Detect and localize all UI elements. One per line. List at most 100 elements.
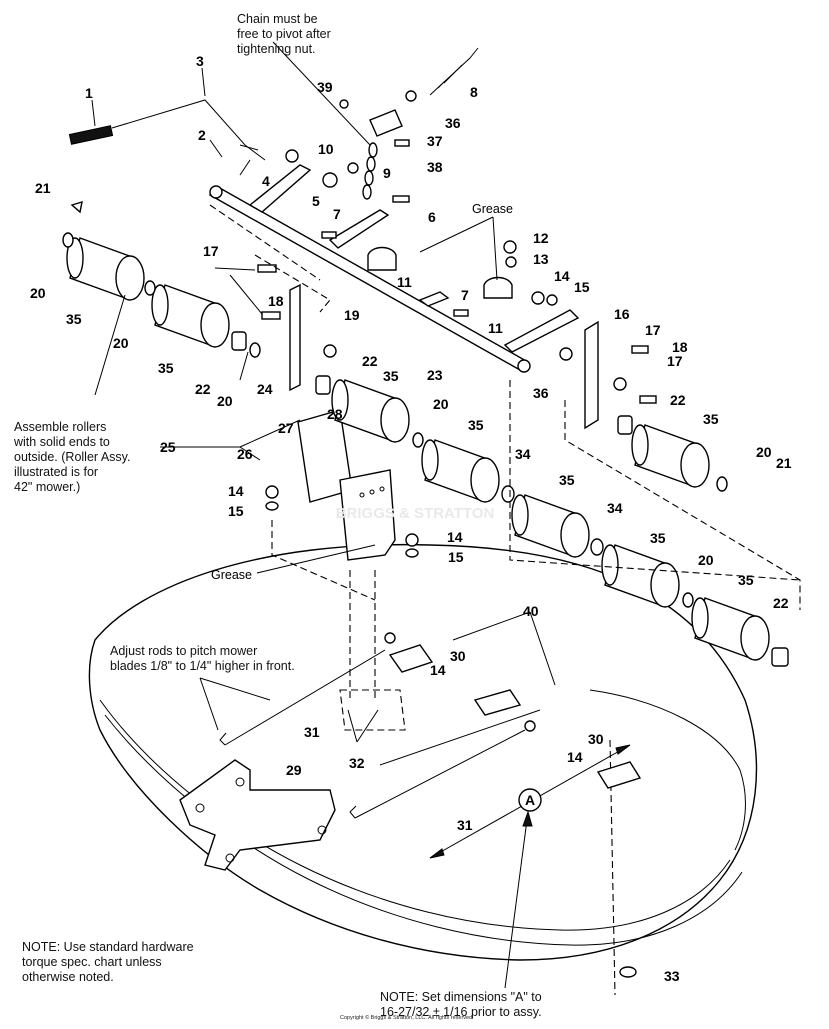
callout-24: 24 [257,381,273,397]
callout-35f: 35 [559,472,575,488]
callout-39: 39 [317,79,333,95]
rollers [66,237,770,661]
callout-6: 6 [428,209,436,225]
roller-3 [331,379,410,443]
watermark: BRIGGS & STRATTON [336,505,495,522]
callout-36b: 36 [533,385,549,401]
spacers-washers [62,232,789,978]
callout-18: 18 [672,339,688,355]
callout-20c: 20 [217,393,233,409]
callout-35c: 35 [703,411,719,427]
callout-27: 27 [278,420,294,436]
dimension-a-label: A [525,792,535,808]
roller-4 [421,439,500,503]
callout-12: 12 [533,230,549,246]
callout-14e: 14 [567,749,583,765]
roller-5 [511,494,590,558]
callout-37: 37 [427,133,443,149]
callout-19: 19 [344,307,360,323]
callout-2: 2 [198,127,206,143]
callout-5: 5 [312,193,320,209]
dimension-note: NOTE: Set dimensions "A" to 16-27/32 ± 1… [380,990,542,1019]
dimension-a: A [429,744,631,989]
callout-31: 31 [304,724,320,740]
callout-30b: 30 [588,731,604,747]
rollers-note: Assemble rollers with solid ends to outs… [14,420,131,494]
lift-handle-grip [68,125,114,145]
callout-17c: 17 [667,353,683,369]
callout-14c: 14 [447,529,463,545]
roller-7 [691,597,770,661]
mower-deck [88,543,758,996]
callout-10: 10 [318,141,334,157]
callout-29: 29 [286,762,302,778]
callout-35h: 35 [738,572,754,588]
callout-14: 14 [554,268,570,284]
adjust-note: Adjust rods to pitch mower blades 1/8" t… [110,644,295,673]
height-bracket [339,469,396,561]
callout-22c: 22 [670,392,686,408]
callout-15: 15 [574,279,590,295]
callout-13: 13 [533,251,549,267]
assembly-lines [209,204,801,731]
brackets [289,246,599,561]
callout-3: 3 [196,53,204,69]
callout-26: 26 [237,446,253,462]
grease-label-bottom: Grease [211,568,252,582]
callout-15b: 15 [228,503,244,519]
callout-21: 21 [35,180,51,196]
roller-6 [601,544,680,608]
callout-4: 4 [262,173,270,189]
callout-40: 40 [523,603,539,619]
callout-9: 9 [383,165,391,181]
callout-14d: 14 [430,662,446,678]
callout-33: 33 [664,968,680,984]
callout-35: 35 [66,311,82,327]
hardware [70,90,657,404]
grease-label-top: Grease [472,202,513,216]
callout-22d: 22 [773,595,789,611]
left-roller-bracket [289,283,301,392]
callout-16: 16 [614,306,630,322]
hardware-note: NOTE: Use standard hardware torque spec.… [22,940,194,984]
callout-35e: 35 [468,417,484,433]
callout-numbers: 1 3 2 21 4 10 9 5 39 8 36 37 38 6 7 12 1… [30,53,792,984]
callout-36: 36 [445,115,461,131]
lift-rod-assembly [68,47,580,373]
callout-31b: 31 [457,817,473,833]
adjustment-rods [219,649,541,819]
callout-7b: 7 [461,287,469,303]
callout-22b: 22 [362,353,378,369]
right-roller-bracket [584,320,599,430]
callout-11b: 11 [488,320,503,336]
leader-lines [91,41,556,743]
chain-note: Chain must be free to pivot after tighte… [237,12,331,56]
callout-20f: 20 [698,552,714,568]
callout-35g: 35 [650,530,666,546]
callout-20d: 20 [433,396,449,412]
callout-30: 30 [450,648,466,664]
callout-17b: 17 [203,243,219,259]
callout-21b: 21 [776,455,792,471]
callout-22: 22 [195,381,211,397]
callout-15c: 15 [448,549,464,565]
callout-7: 7 [333,206,341,222]
callout-20e: 20 [756,444,772,460]
callout-34: 34 [515,446,531,462]
callout-20: 20 [30,285,46,301]
callout-8: 8 [470,84,478,100]
callout-35d: 35 [383,368,399,384]
front-hitch-bracket [179,759,336,871]
callout-20b: 20 [113,335,129,351]
callout-38: 38 [427,159,443,175]
callout-1: 1 [85,85,93,101]
roller-1 [66,237,145,301]
callout-11: 11 [397,274,412,290]
dimension-a-marker [518,788,542,812]
callout-18b: 18 [268,293,284,309]
callout-23: 23 [427,367,443,383]
callout-32: 32 [349,755,365,771]
roller-2 [151,284,230,348]
